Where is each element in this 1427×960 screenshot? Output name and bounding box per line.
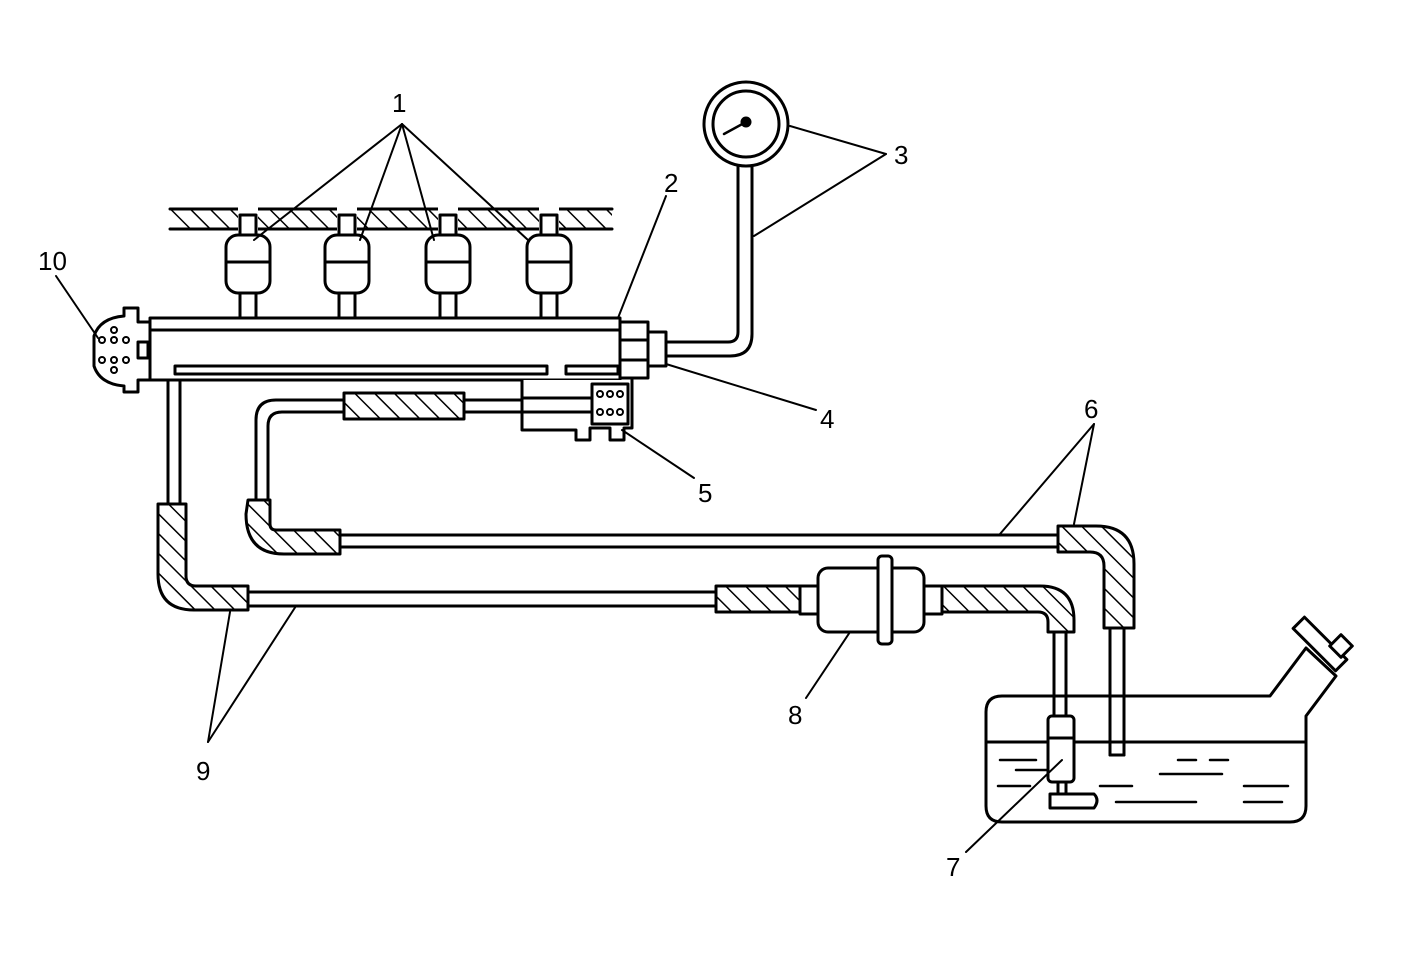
injector-4 [525,213,573,322]
callout-9: 9 [196,756,210,786]
callout-4: 4 [820,404,834,434]
filter-tank-hose [940,584,1076,718]
callout-7: 7 [946,852,960,882]
fuel-pump [1046,714,1099,810]
leader-lines [55,123,1095,853]
gauge-line [664,163,754,358]
injector-2 [323,213,371,322]
fuel-filter [798,554,944,646]
fuel-tank [984,615,1354,824]
fuel-injectors [224,213,573,322]
fuel-pressure-regulator [92,306,152,394]
pressure-gauge [702,80,790,168]
feed-line [156,378,802,614]
injector-1 [224,213,272,322]
callout-labels: 1 2 3 4 5 6 7 8 9 10 [38,88,1098,882]
callout-6: 6 [1084,394,1098,424]
fuel-rail [148,316,622,382]
callout-1: 1 [392,88,406,118]
callout-2: 2 [664,168,678,198]
callout-8: 8 [788,700,802,730]
return-hose-elbow [244,498,342,556]
callout-5: 5 [698,478,712,508]
return-pipe [338,524,1136,757]
callout-3: 3 [894,140,908,170]
injector-3 [424,213,472,322]
callout-10: 10 [38,246,67,276]
rail-fitting [618,320,668,380]
filler-cap [1291,615,1354,673]
return-hose-upper [254,391,524,502]
sensor-connector [520,378,634,442]
